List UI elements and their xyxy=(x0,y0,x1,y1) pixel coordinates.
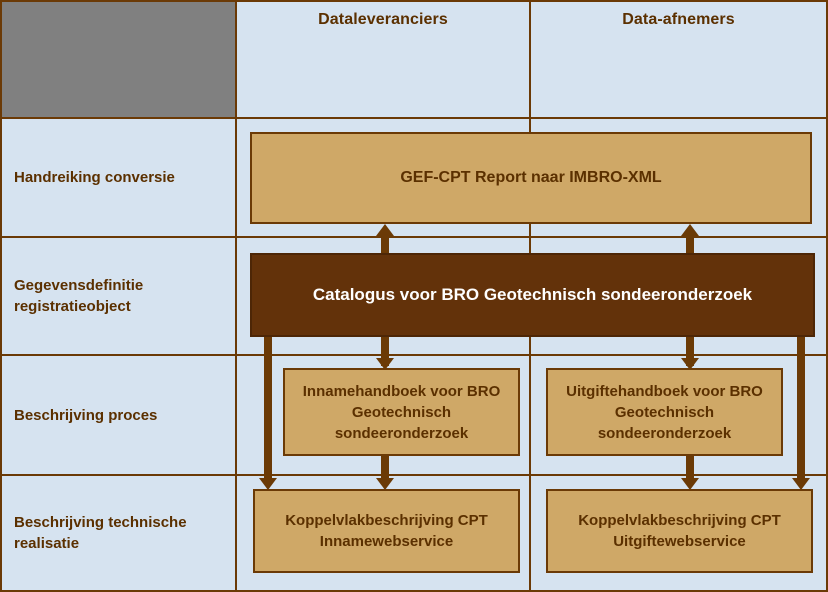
column-header-data-afnemers: Data-afnemers xyxy=(622,11,735,28)
row-label-beschrijving-technische-realisatie: Beschrijving technische realisatie xyxy=(14,514,187,552)
arrow-shaft-catalogus-bypass-left xyxy=(264,336,272,483)
arrow-shaft-innamehandboek-to-koppelvlak xyxy=(381,455,389,483)
arrow-shaft-catalogus-to-innamehandboek xyxy=(381,336,389,366)
column-header-dataleveranciers: Dataleveranciers xyxy=(318,11,448,28)
grid-vline-left xyxy=(0,0,2,592)
grid-hline-bottom xyxy=(0,590,828,592)
box-gef-cpt-report[interactable]: GEF-CPT Report naar IMBRO-XML xyxy=(250,132,812,224)
arrow-head-down-koppelvlak-uitgifte xyxy=(681,478,699,490)
arrow-head-down-koppelvlak-inname xyxy=(376,478,394,490)
header-corner-cell xyxy=(0,0,236,118)
arrow-shaft-uitgiftehandboek-to-koppelvlak xyxy=(686,455,694,483)
arrow-head-down-bypass-right xyxy=(792,478,810,490)
grid-hline-3 xyxy=(0,354,828,356)
row-label-handreiking-conversie: Handreiking conversie xyxy=(14,169,175,186)
arrow-shaft-catalogus-to-conversion-left xyxy=(381,237,389,255)
grid-hline-2 xyxy=(0,236,828,238)
arrow-head-up-conversion-left xyxy=(376,224,394,236)
box-uitgiftehandboek[interactable]: Uitgiftehandboek voor BRO Geotechnisch s… xyxy=(546,368,783,456)
arrow-head-down-bypass-left xyxy=(259,478,277,490)
arrow-shaft-catalogus-bypass-right xyxy=(797,336,805,483)
arrow-shaft-catalogus-to-conversion-right xyxy=(686,237,694,255)
arrow-head-down-innamehandboek xyxy=(376,358,394,370)
arrow-head-up-conversion-right xyxy=(681,224,699,236)
row-label-beschrijving-proces: Beschrijving proces xyxy=(14,406,158,424)
row-label-gegevensdefinitie-registratieobject: Gegevensdefinitie registratieobject xyxy=(14,277,144,315)
grid-hline-4 xyxy=(0,474,828,476)
grid-vline-right xyxy=(826,0,828,592)
grid-hline-top xyxy=(0,0,828,2)
grid-vline-1 xyxy=(235,0,237,592)
grid-hline-1 xyxy=(0,117,828,119)
arrow-head-down-uitgiftehandboek xyxy=(681,358,699,370)
box-koppelvlak-uitgiftewebservice[interactable]: Koppelvlakbeschrijving CPT Uitgiftewebse… xyxy=(546,489,813,573)
box-catalogus-bro[interactable]: Catalogus voor BRO Geotechnisch sondeero… xyxy=(250,253,815,337)
box-innamehandboek[interactable]: Innamehandboek voor BRO Geotechnisch son… xyxy=(283,368,520,456)
box-koppelvlak-innamewebservice[interactable]: Koppelvlakbeschrijving CPT Innamewebserv… xyxy=(253,489,520,573)
arrow-shaft-catalogus-to-uitgiftehandboek xyxy=(686,336,694,366)
